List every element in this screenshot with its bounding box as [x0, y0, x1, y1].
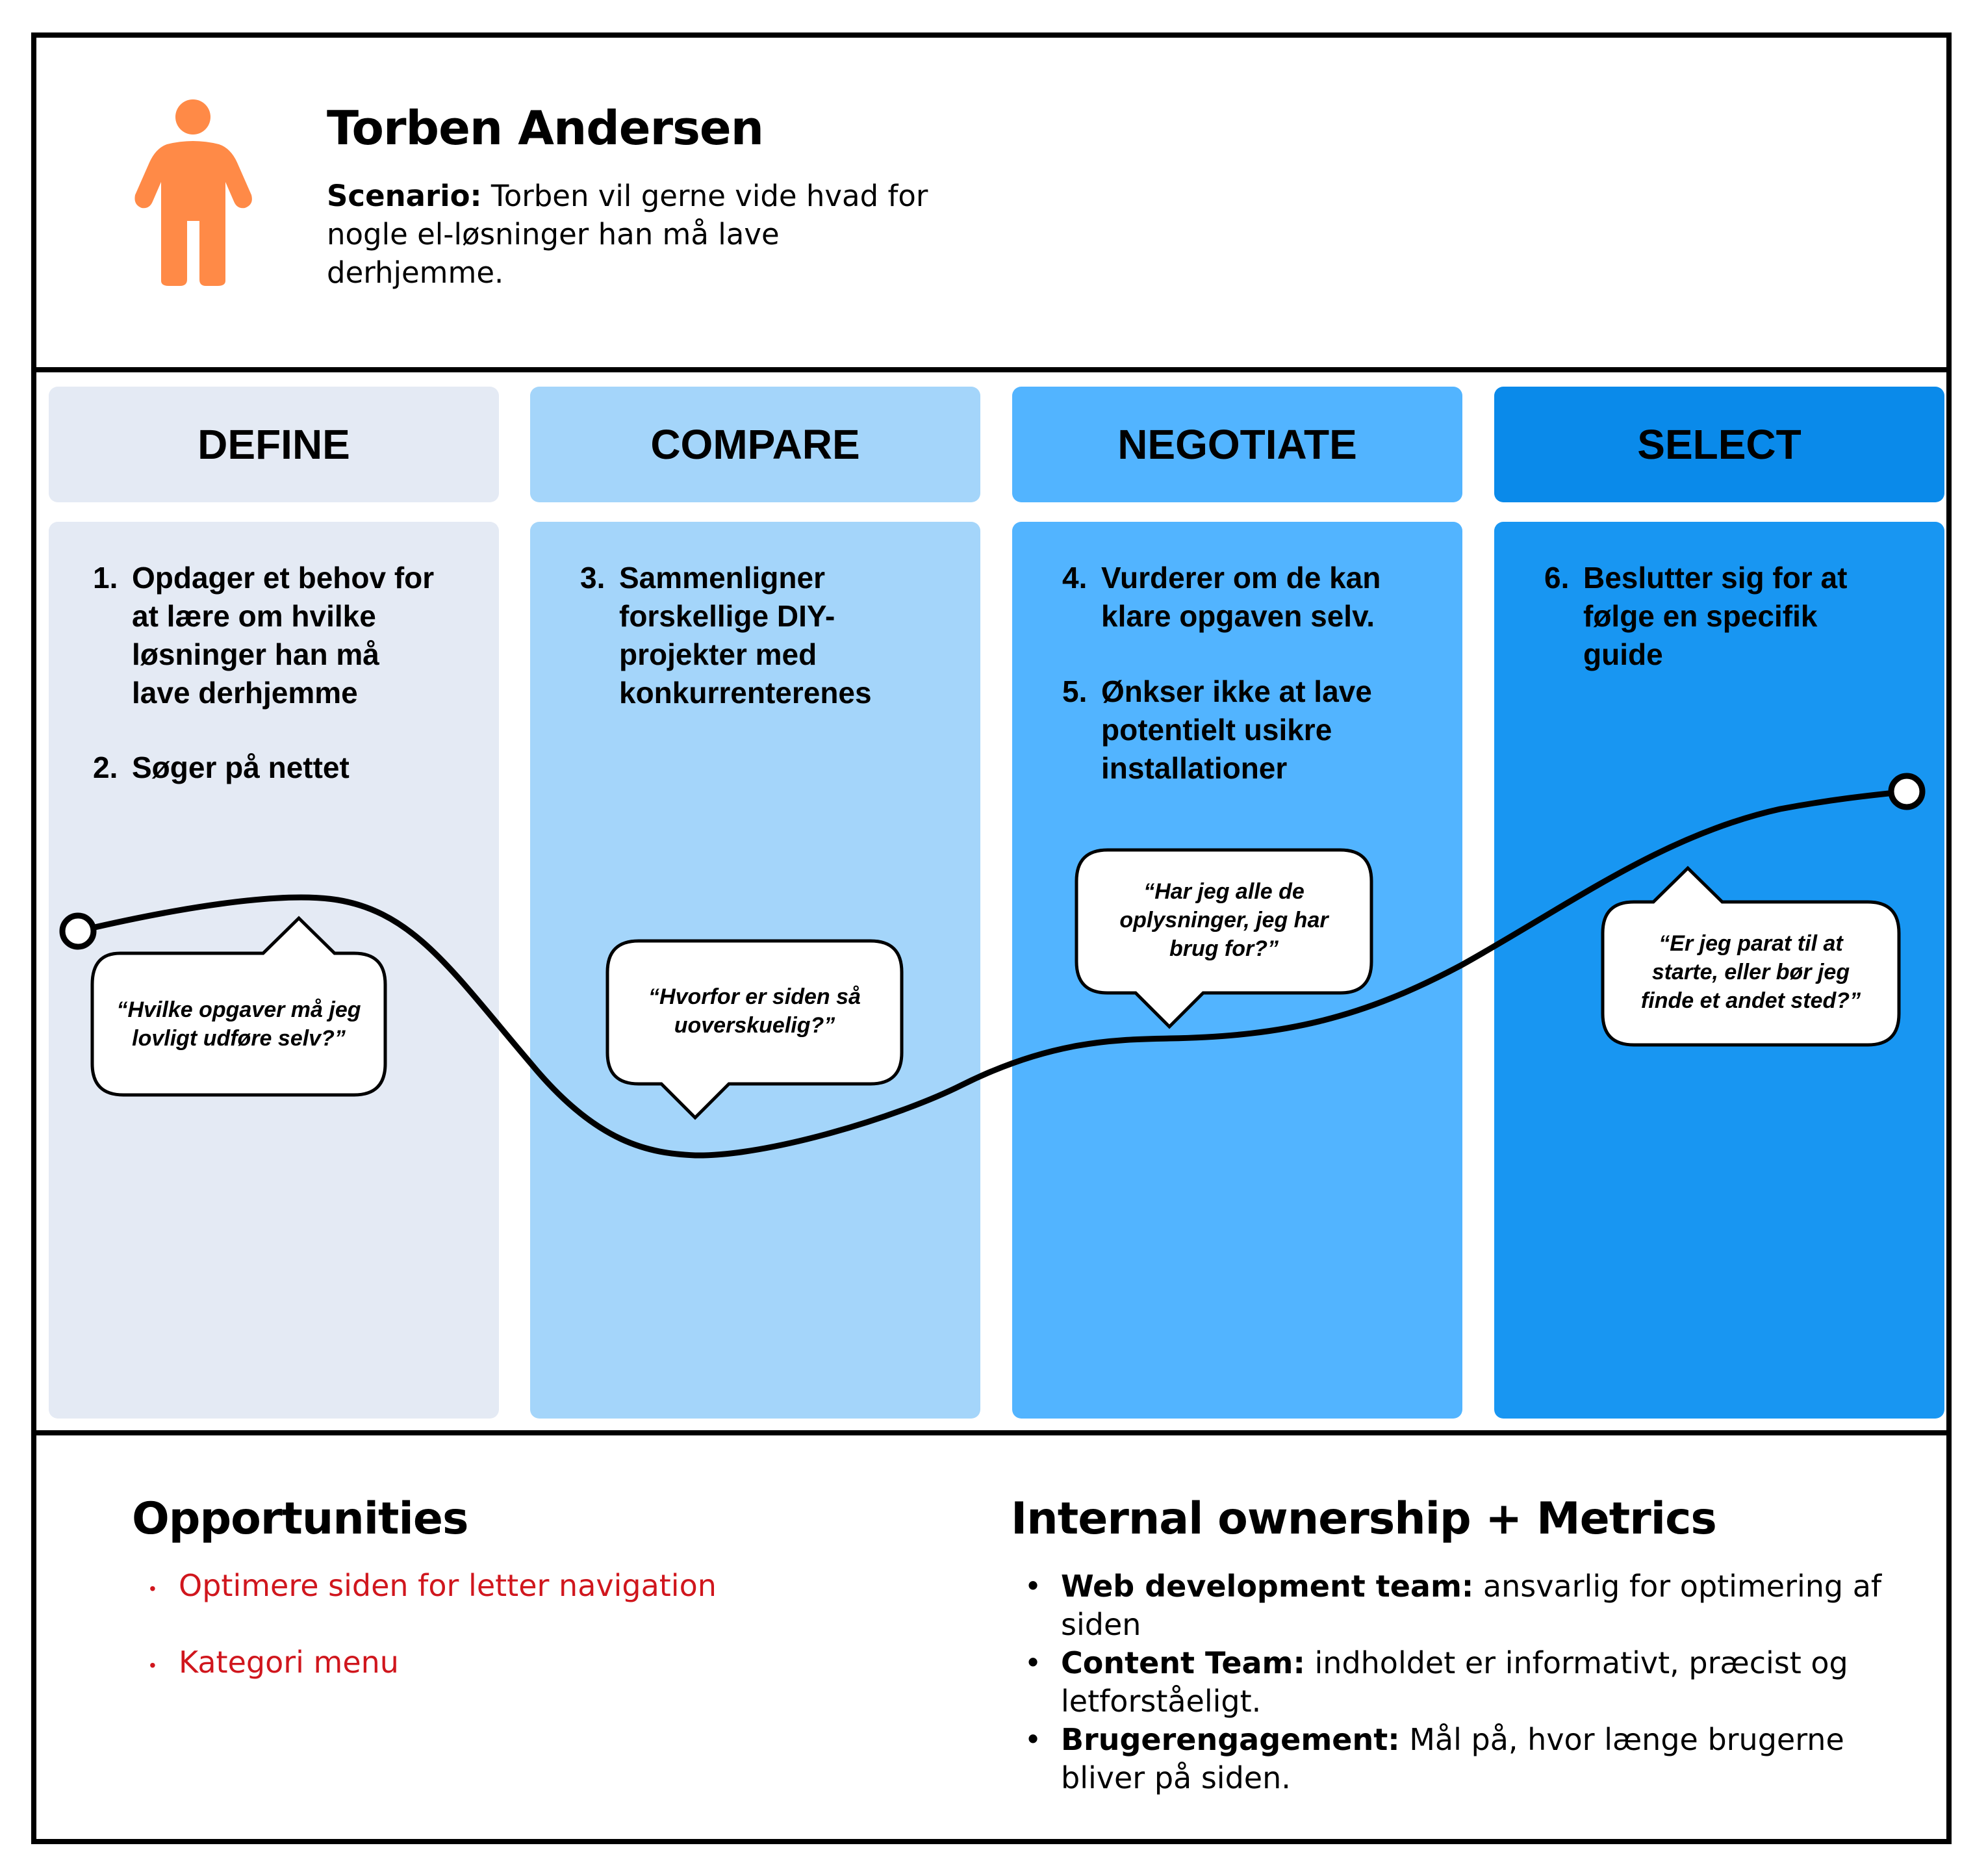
quote-line: starte, eller bør jeg: [1651, 960, 1850, 984]
opportunity-item: Optimere siden for letter navigation: [179, 1568, 717, 1603]
opportunities-title: Opportunities: [132, 1493, 468, 1545]
scenario-line: Torben vil gerne vide hvad for: [481, 179, 928, 213]
persona-name: Torben Andersen: [327, 101, 764, 155]
opportunity-item: Kategori menu: [179, 1645, 399, 1680]
scenario-line: derhjemme.: [327, 255, 504, 290]
step-line: lave derhjemme: [132, 676, 358, 710]
metrics-title: Internal ownership + Metrics: [1011, 1493, 1717, 1545]
person-icon: [134, 99, 252, 286]
metric-text: Mål på, hvor længe brugerne: [1399, 1722, 1844, 1757]
quote-line: “Er jeg parat til at: [1659, 931, 1843, 956]
step-line: forskellige DIY-: [619, 599, 835, 633]
bullet-icon: •: [1028, 1568, 1039, 1602]
footer-divider: [31, 1430, 1952, 1435]
stage-header-compare: COMPARE: [530, 387, 980, 502]
stage-header-negotiate: NEGOTIATE: [1012, 387, 1462, 502]
step-line: klare opgaven selv.: [1101, 599, 1375, 633]
metric-text: bliver på siden.: [1061, 1760, 1291, 1795]
step-line: Søger på nettet: [132, 751, 350, 784]
quote-2: “Hvorfor er siden så uoverskuelig?”: [607, 983, 902, 1040]
step-line: Beslutter sig for at: [1583, 561, 1848, 595]
scenario-text: Scenario: Torben vil gerne vide hvad for…: [327, 177, 996, 292]
step-line: installationer: [1101, 751, 1288, 785]
step-line: Ønkser ikke at lave: [1101, 675, 1372, 708]
step-number: 2.: [93, 751, 118, 784]
step-line: at lære om hvilke: [132, 599, 376, 633]
metric-text: letforståeligt.: [1061, 1684, 1262, 1719]
step-line: potentielt usikre: [1101, 713, 1332, 747]
quote-1: “Hvilke opgaver må jeg lovligt udføre se…: [92, 996, 385, 1053]
quote-line: finde et andet sted?”: [1640, 988, 1861, 1013]
quote-4: “Er jeg parat til at starte, eller bør j…: [1603, 929, 1899, 1015]
metric-text: ansvarlig for optimering af: [1473, 1569, 1882, 1604]
step-line: følge en specifik: [1583, 599, 1818, 633]
step-line: Opdager et behov for: [132, 561, 435, 595]
quote-3: “Har jeg alle de oplysninger, jeg har br…: [1076, 877, 1371, 963]
step-line: projekter med: [619, 637, 817, 671]
quote-line: lovligt udføre selv?”: [132, 1026, 346, 1051]
step-line: guide: [1583, 637, 1663, 671]
step-line: Vurderer om de kan: [1101, 561, 1381, 595]
quote-line: “Hvorfor er siden så: [648, 984, 861, 1009]
step-number: 5.: [1062, 675, 1088, 708]
step-number: 1.: [93, 561, 118, 595]
bullet-icon: •: [149, 1655, 156, 1675]
quote-line: oplysninger, jeg har: [1119, 908, 1329, 932]
metric-owner: Brugerengagement:: [1061, 1722, 1400, 1757]
metric-item: Content Team: indholdet er informativt, …: [1061, 1644, 1918, 1721]
metric-owner: Web development team:: [1061, 1569, 1474, 1604]
step-number: 4.: [1062, 561, 1088, 595]
metric-item: Brugerengagement: Mål på, hvor længe bru…: [1061, 1721, 1918, 1797]
metric-item: Web development team: ansvarlig for opti…: [1061, 1567, 1918, 1644]
bullet-icon: •: [1028, 1645, 1039, 1678]
stage-header-select: SELECT: [1494, 387, 1944, 502]
metric-text: siden: [1061, 1607, 1141, 1642]
stage-body-negotiate: [1012, 522, 1462, 1419]
step-line: løsninger han må: [132, 637, 379, 671]
scenario-label: Scenario:: [327, 179, 482, 213]
quote-line: “Hvilke opgaver må jeg: [116, 997, 361, 1022]
bullet-icon: •: [1028, 1721, 1039, 1755]
stage-header-define: DEFINE: [49, 387, 499, 502]
metric-owner: Content Team:: [1061, 1645, 1305, 1680]
quote-line: brug for?”: [1169, 936, 1279, 961]
step-number: 6.: [1544, 561, 1570, 595]
step-line: Sammenligner: [619, 561, 825, 595]
step-line: konkurrenterenes: [619, 676, 872, 710]
quote-line: “Har jeg alle de: [1143, 879, 1305, 904]
header-divider: [31, 367, 1952, 372]
bullet-icon: •: [149, 1578, 156, 1599]
scenario-line: nogle el-løsninger han må lave: [327, 217, 780, 251]
journey-map-frame: [31, 32, 1952, 1844]
metric-text: indholdet er informativt, præcist og: [1305, 1645, 1848, 1680]
quote-line: uoverskuelig?”: [674, 1013, 835, 1038]
step-number: 3.: [580, 561, 605, 595]
